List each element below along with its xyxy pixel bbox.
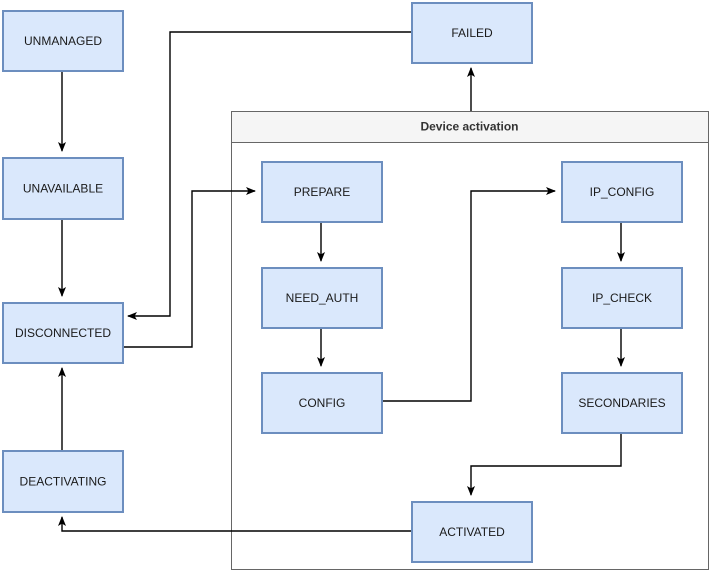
state-node-ip_check[interactable]: IP_CHECK (561, 267, 683, 329)
state-node-need_auth[interactable]: NEED_AUTH (261, 267, 383, 329)
node-box[interactable] (561, 372, 683, 434)
state-node-disconnected[interactable]: DISCONNECTED (2, 302, 124, 364)
node-box[interactable] (2, 10, 124, 72)
edge-activated-to-deactivating (58, 516, 411, 532)
node-box[interactable] (261, 161, 383, 223)
state-node-ip_config[interactable]: IP_CONFIG (561, 161, 683, 223)
node-box[interactable] (411, 2, 533, 64)
edge-line (122, 187, 256, 348)
node-box[interactable] (261, 372, 383, 434)
node-box[interactable] (411, 501, 533, 563)
state-node-config[interactable]: CONFIG (261, 372, 383, 434)
state-node-prepare[interactable]: PREPARE (261, 161, 383, 223)
node-box[interactable] (2, 450, 124, 513)
edge-config-to-ip_config (381, 187, 556, 402)
state-node-activated[interactable]: ACTIVATED (411, 501, 533, 563)
state-node-unmanaged[interactable]: UNMANAGED (2, 10, 124, 72)
state-node-deactivating[interactable]: DEACTIVATING (2, 450, 124, 513)
node-box[interactable] (561, 161, 683, 223)
state-node-secondaries[interactable]: SECONDARIES (561, 372, 683, 434)
edges-layer (58, 31, 625, 532)
node-box[interactable] (561, 267, 683, 329)
edge-disconnected-to-prepare (122, 187, 256, 348)
edge-line (127, 31, 411, 320)
container-header[interactable] (231, 111, 709, 143)
edge-secondaries-to-activated (467, 432, 622, 496)
node-box[interactable] (261, 267, 383, 329)
edge-failed-to-disconnected (127, 31, 411, 320)
node-box[interactable] (2, 157, 124, 220)
state-node-failed[interactable]: FAILED (411, 2, 533, 64)
edge-line (467, 432, 622, 496)
edge-line (381, 187, 556, 402)
edge-line (58, 516, 411, 532)
node-box[interactable] (2, 302, 124, 364)
state-node-unavailable[interactable]: UNAVAILABLE (2, 157, 124, 220)
